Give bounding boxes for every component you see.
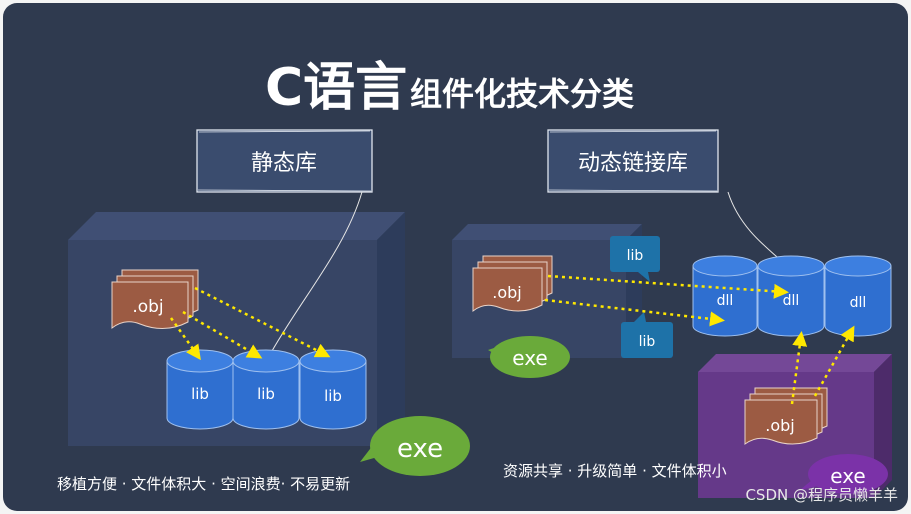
- dynamic-exe-bubble: exe: [488, 336, 570, 378]
- static-pointer-line: [267, 191, 363, 359]
- dynamic-arrow: [547, 274, 789, 299]
- dynamic-lib-tag-label: lib: [639, 334, 656, 350]
- dll-cylinder: dll: [757, 255, 825, 337]
- static-arrow: [182, 310, 263, 359]
- dynamic-exe2-label: exe: [830, 464, 865, 488]
- dynamic-obj2-label: .obj: [765, 416, 794, 435]
- title-sub: 组件化技术分类: [410, 75, 634, 113]
- static-obj-label: .obj: [132, 297, 163, 317]
- static-obj-stack: .obj: [111, 269, 199, 330]
- static-lib-cylinder: lib: [232, 349, 300, 430]
- watermark: CSDN @程序员懒羊羊: [745, 486, 898, 504]
- dynamic-caption: 资源共享 · 升级简单 · 文件体积小: [503, 462, 727, 480]
- dll-label: dll: [783, 293, 800, 309]
- static-lib-label: lib: [324, 387, 342, 405]
- dynamic-exe-label: exe: [512, 346, 547, 370]
- dynamic-arrow: [544, 298, 725, 327]
- static-heading-box: 静态库: [196, 129, 373, 193]
- static-lib-cylinder: lib: [166, 349, 234, 430]
- static-heading: 静态库: [251, 151, 317, 176]
- static-arrow: [169, 317, 201, 361]
- dynamic-library-panel: 动态链接库 lib lib .obj exe: [452, 129, 892, 498]
- static-lib-label: lib: [257, 385, 275, 403]
- dll-label: dll: [850, 295, 867, 311]
- static-exe-bubble: exe: [360, 416, 470, 476]
- dynamic-arrow: [813, 325, 855, 397]
- static-lib-cylinder: lib: [299, 349, 367, 430]
- dynamic-lib-tag: lib: [621, 312, 673, 358]
- dynamic-obj-stack: .obj: [472, 255, 553, 313]
- static-exe-label: exe: [397, 434, 443, 464]
- dynamic-lib-tag-label: lib: [627, 248, 644, 264]
- dynamic-obj-label: .obj: [492, 283, 521, 302]
- title-main: C语言: [265, 58, 407, 118]
- dynamic-heading: 动态链接库: [578, 151, 688, 176]
- static-lib-label: lib: [191, 385, 209, 403]
- dynamic-lib-tag: lib: [610, 236, 660, 282]
- static-caption: 移植方便 · 文件体积大 · 空间浪费· 不易更新: [57, 475, 350, 493]
- dll-cylinder: dll: [692, 255, 758, 337]
- dll-cylinder: dll: [824, 255, 892, 337]
- dynamic-exe2-bubble: exe: [800, 454, 888, 494]
- dynamic-arrow: [790, 331, 808, 405]
- dynamic-obj2-stack: .obj: [744, 387, 828, 445]
- static-library-panel: 静态库 .obj lib lib lib: [57, 129, 470, 493]
- dynamic-heading-box: 动态链接库: [547, 129, 719, 193]
- dll-label: dll: [717, 293, 734, 309]
